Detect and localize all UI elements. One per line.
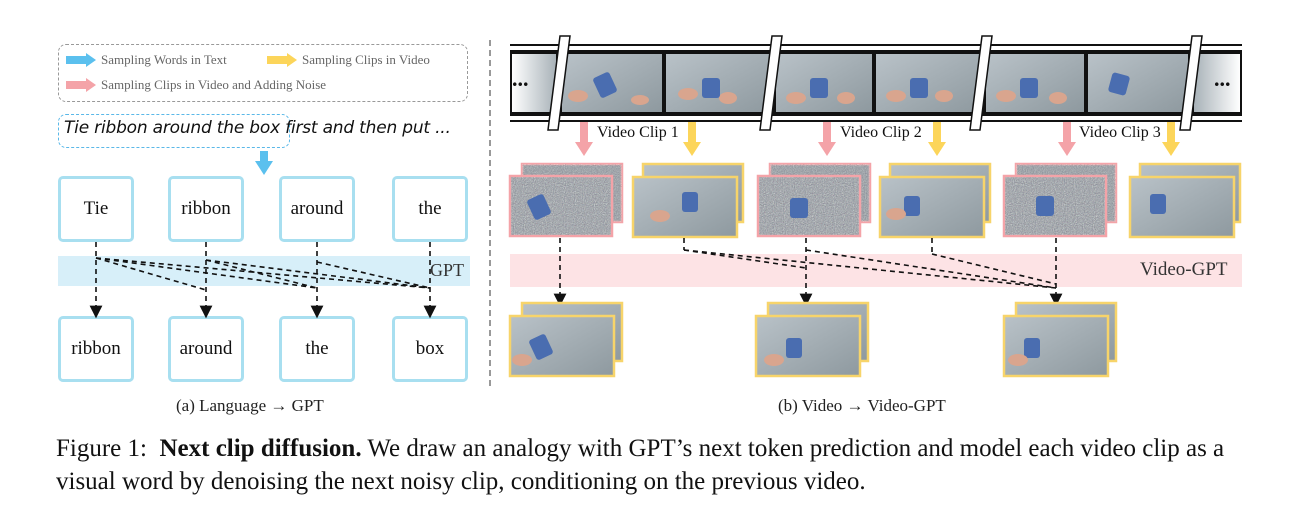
legend-item-noise: Sampling Clips in Video and Adding Noise: [101, 77, 327, 92]
clip-label-1: Video Clip 1: [597, 124, 679, 141]
film-ellipsis-left: ...: [512, 66, 529, 91]
right-arrow-icon: [267, 53, 297, 67]
clean-clip-stack-1: [631, 162, 745, 239]
figure-caption-bold: Next clip diffusion.: [159, 435, 362, 462]
clip-label-3: Video Clip 3: [1079, 124, 1161, 141]
output-word-4: box: [392, 316, 468, 382]
down-arrow-icon: [255, 151, 273, 175]
prompt-box: [58, 114, 290, 148]
down-arrow-icon: [683, 122, 701, 156]
input-word-3: around: [279, 176, 355, 242]
gpt-label: GPT: [430, 260, 465, 280]
down-arrow-icon: [575, 122, 593, 156]
film-ellipsis-right: ...: [1214, 66, 1231, 91]
down-arrow-icon: [818, 122, 836, 156]
noisy-clip-stack-1: [508, 162, 624, 238]
figure-caption-prefix: Figure 1:: [56, 435, 147, 462]
noisy-clip-stack-2: [756, 162, 872, 238]
input-word-1: Tie: [58, 176, 134, 242]
panel-divider: [489, 40, 491, 386]
prompt-text: Tie ribbon around the box first and then…: [64, 118, 451, 138]
right-arrow-icon: [66, 78, 96, 92]
clip-label-2: Video Clip 2: [840, 124, 922, 141]
legend-item-words: Sampling Words in Text: [101, 52, 227, 67]
output-clip-stack-3: [1002, 301, 1118, 378]
video-gpt-band: [510, 254, 1242, 287]
subcaption-b: (b) Video → Video-GPT: [778, 396, 946, 415]
figure-caption: Figure 1: Next clip diffusion. We draw a…: [56, 432, 1246, 498]
subcaption-a: (a) Language → GPT: [176, 396, 324, 415]
input-word-2: ribbon: [168, 176, 244, 242]
legend-box: [58, 44, 468, 102]
down-arrow-icon: [928, 122, 946, 156]
clean-clip-stack-3: [1128, 162, 1242, 239]
output-clip-stack-1: [508, 301, 624, 378]
legend-item-clips: Sampling Clips in Video: [302, 52, 430, 67]
clean-clip-stack-2: [878, 162, 992, 239]
right-arrow-icon: [66, 53, 96, 67]
output-clip-stack-2: [754, 301, 870, 378]
down-arrow-icon: [1162, 122, 1180, 156]
output-word-2: around: [168, 316, 244, 382]
input-word-4: the: [392, 176, 468, 242]
noisy-clip-stack-3: [1002, 162, 1118, 238]
down-arrow-icon: [1058, 122, 1076, 156]
figure-caption-body: We draw an analogy with GPT’s next token…: [56, 435, 1225, 495]
video-gpt-label: Video-GPT: [1140, 259, 1228, 280]
